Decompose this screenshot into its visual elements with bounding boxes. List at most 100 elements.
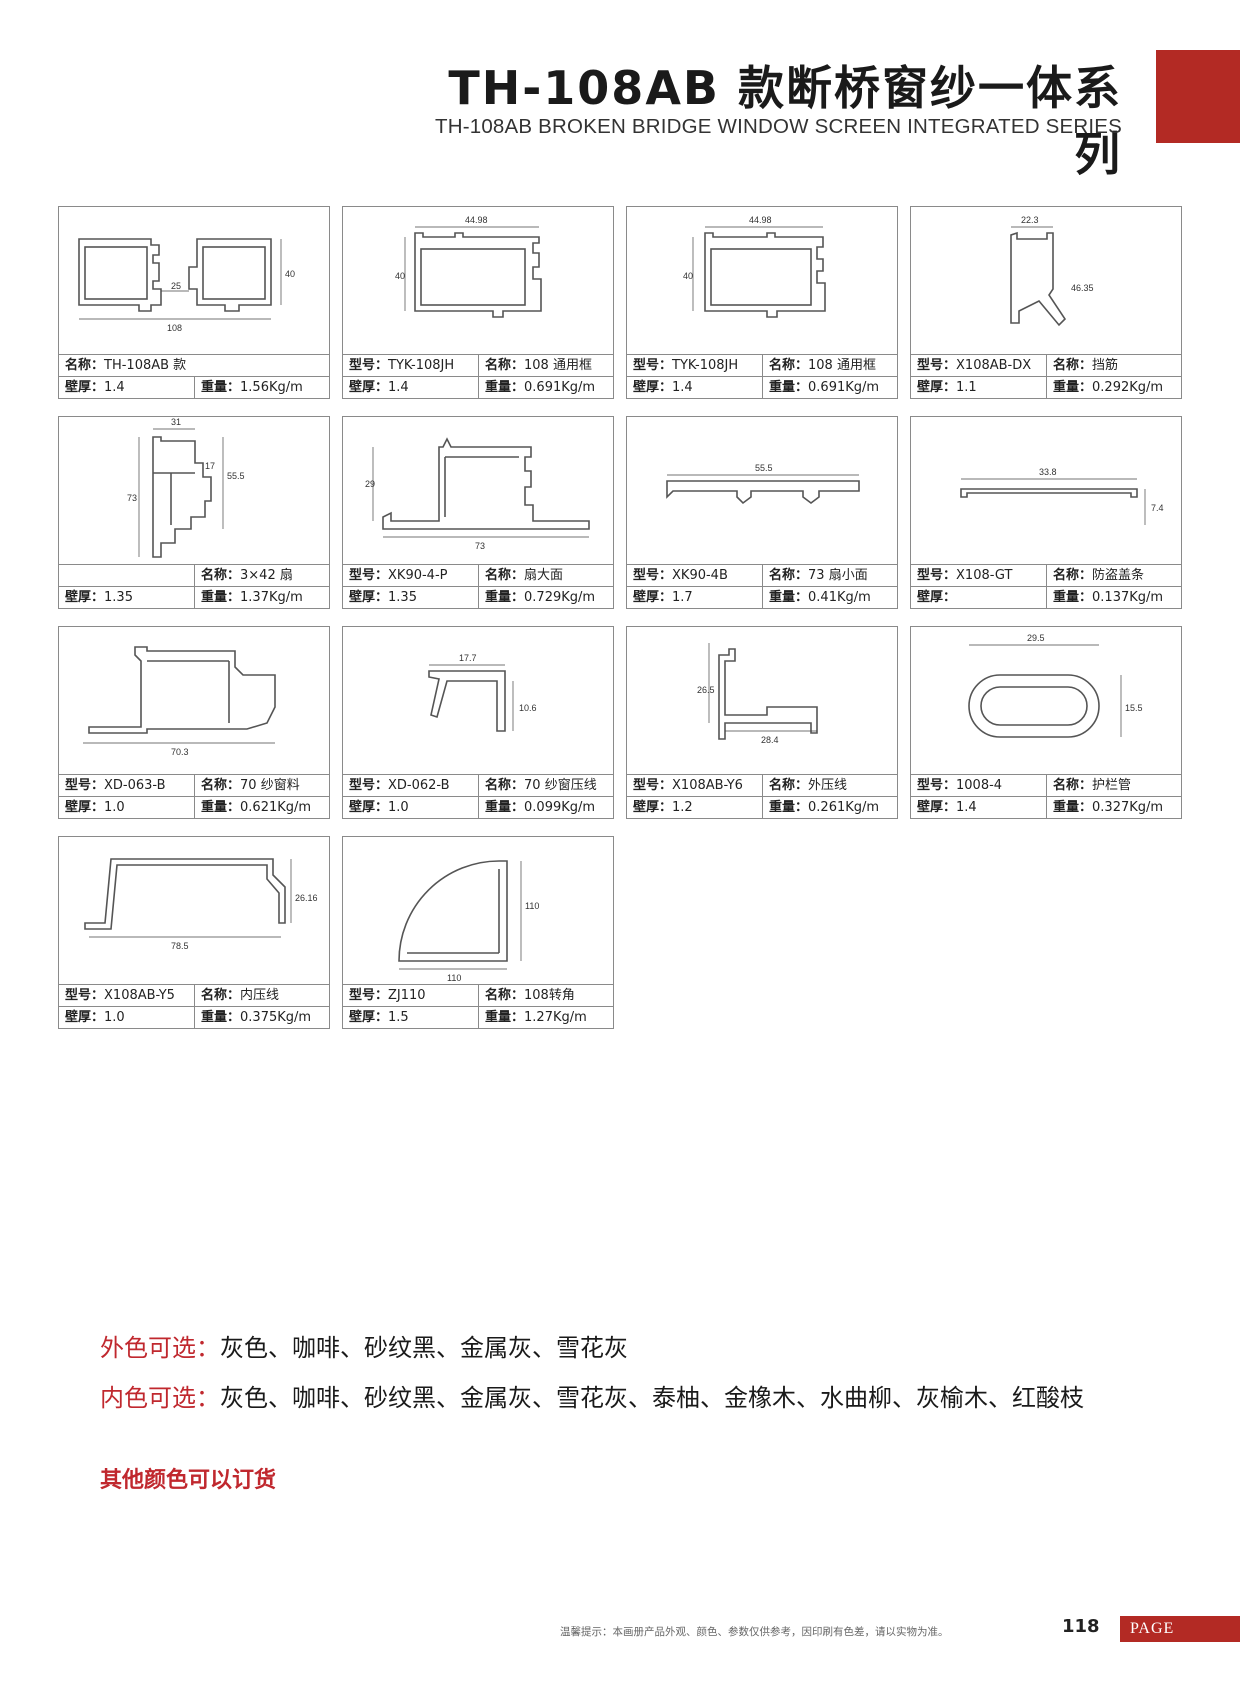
product-name: 70 纱窗压线 xyxy=(524,778,597,793)
spec-table: 型号：TYK-108JH 名称：108 通用框 壁厚：1.4 重量：0.691K… xyxy=(627,355,897,399)
wall-thickness: 1.4 xyxy=(672,380,693,395)
wall-thickness: 1.5 xyxy=(388,1010,409,1025)
profile-drawing: 70.3 xyxy=(59,627,329,775)
product-card-7: 55.5 型号：XK90-4B 名称：73 扇小面 壁厚：1.7 重量：0.41… xyxy=(626,416,898,609)
wall-thickness: 1.35 xyxy=(104,590,133,605)
product-card-5: 31 73 55.5 17 名称：3×42 扇 壁厚：1.35 重量：1.37K… xyxy=(58,416,330,609)
product-name: 外压线 xyxy=(808,778,848,793)
page-number: 118 xyxy=(1062,1616,1100,1637)
dim-label: 29 xyxy=(365,479,375,489)
weight-value: 1.37Kg/m xyxy=(240,590,303,605)
wall-thickness: 1.4 xyxy=(956,800,977,815)
profile-drawing: 78.5 26.16 xyxy=(59,837,329,985)
profile-drawing: 22.3 46.35 xyxy=(911,207,1181,355)
weight-value: 0.327Kg/m xyxy=(1092,800,1164,815)
inner-color-options: 内色可选：灰色、咖啡、砂纹黑、金属灰、雪花灰、泰柚、金橡木、水曲柳、灰榆木、红酸… xyxy=(100,1378,1084,1413)
dim-label: 31 xyxy=(171,417,181,427)
product-name: 防盗盖条 xyxy=(1092,568,1145,583)
outer-color-options: 外色可选：灰色、咖啡、砂纹黑、金属灰、雪花灰 xyxy=(100,1328,628,1363)
product-card-2: 44.98 40 型号：TYK-108JH 名称：108 通用框 壁厚：1.4 … xyxy=(342,206,614,399)
dim-label: 17.7 xyxy=(459,653,477,663)
spec-table: 型号：XK90-4-P 名称：扇大面 壁厚：1.35 重量：0.729Kg/m xyxy=(343,565,613,609)
product-name: 70 纱窗料 xyxy=(240,778,300,793)
wall-thickness: 1.0 xyxy=(388,800,409,815)
spec-table: 型号：XD-063-B 名称：70 纱窗料 壁厚：1.0 重量：0.621Kg/… xyxy=(59,775,329,819)
product-card-4: 22.3 46.35 型号：X108AB-DX 名称：挡筋 壁厚：1.1 重量：… xyxy=(910,206,1182,399)
page-label-bar: PAGE xyxy=(1120,1616,1240,1642)
profile-drawing: 44.98 40 xyxy=(343,207,613,355)
product-name: 108转角 xyxy=(524,988,575,1003)
product-card-1: 25 108 40 名称：TH-108AB 款 壁厚：1.4 重量：1.56Kg… xyxy=(58,206,330,399)
model-number: X108-GT xyxy=(956,568,1013,583)
profile-drawing: 31 73 55.5 17 xyxy=(59,417,329,565)
model-number: TYK-108JH xyxy=(672,358,739,373)
model-number: XK90-4-P xyxy=(388,568,448,583)
wall-thickness: 1.35 xyxy=(388,590,417,605)
product-card-9: 70.3 型号：XD-063-B 名称：70 纱窗料 壁厚：1.0 重量：0.6… xyxy=(58,626,330,819)
weight-value: 0.691Kg/m xyxy=(524,380,596,395)
dim-label: 78.5 xyxy=(171,941,189,951)
weight-value: 0.729Kg/m xyxy=(524,590,596,605)
product-card-8: 33.8 7.4 型号：X108-GT 名称：防盗盖条 壁厚： 重量：0.137… xyxy=(910,416,1182,609)
profile-drawing: 110 110 xyxy=(343,837,613,985)
weight-value: 0.292Kg/m xyxy=(1092,380,1164,395)
dim-label: 110 xyxy=(525,901,539,911)
product-name: TH-108AB 款 xyxy=(104,358,187,373)
product-name: 108 通用框 xyxy=(524,358,592,373)
model-number: X108AB-Y6 xyxy=(672,778,743,793)
dim-label: 7.4 xyxy=(1151,503,1164,513)
dim-label: 33.8 xyxy=(1039,467,1057,477)
spec-table: 型号：1008-4 名称：护栏管 壁厚：1.4 重量：0.327Kg/m xyxy=(911,775,1181,819)
spec-table: 型号：X108AB-Y6 名称：外压线 壁厚：1.2 重量：0.261Kg/m xyxy=(627,775,897,819)
dim-label: 10.6 xyxy=(519,703,537,713)
weight-value: 0.691Kg/m xyxy=(808,380,880,395)
outer-color-label: 外色可选： xyxy=(100,1334,220,1362)
dim-label: 40 xyxy=(395,271,405,281)
dim-label: 73 xyxy=(475,541,485,551)
model-number: XD-062-B xyxy=(388,778,450,793)
product-card-10: 17.7 10.6 型号：XD-062-B 名称：70 纱窗压线 壁厚：1.0 … xyxy=(342,626,614,819)
dim-label: 44.98 xyxy=(749,215,772,225)
wall-thickness: 1.7 xyxy=(672,590,693,605)
dim-label: 26.16 xyxy=(295,893,318,903)
product-card-6: 29 73 型号：XK90-4-P 名称：扇大面 壁厚：1.35 重量：0.72… xyxy=(342,416,614,609)
dim-label: 108 xyxy=(167,323,182,333)
model-number: X108AB-DX xyxy=(956,358,1032,373)
product-card-13: 78.5 26.16 型号：X108AB-Y5 名称：内压线 壁厚：1.0 重量… xyxy=(58,836,330,1029)
model-number: X108AB-Y5 xyxy=(104,988,175,1003)
spec-table: 型号：TYK-108JH 名称：108 通用框 壁厚：1.4 重量：0.691K… xyxy=(343,355,613,399)
wall-thickness: 1.0 xyxy=(104,1010,125,1025)
profile-drawing: 25 108 40 xyxy=(59,207,329,355)
page-subtitle: TH-108AB BROKEN BRIDGE WINDOW SCREEN INT… xyxy=(434,115,1122,138)
outer-color-values: 灰色、咖啡、砂纹黑、金属灰、雪花灰 xyxy=(220,1334,628,1362)
product-card-3: 44.98 40 型号：TYK-108JH 名称：108 通用框 壁厚：1.4 … xyxy=(626,206,898,399)
weight-value: 0.137Kg/m xyxy=(1092,590,1164,605)
dim-label: 29.5 xyxy=(1027,633,1045,643)
spec-table: 型号：X108-GT 名称：防盗盖条 壁厚： 重量：0.137Kg/m xyxy=(911,565,1181,609)
wall-thickness: 1.4 xyxy=(104,380,125,395)
weight-value: 1.56Kg/m xyxy=(240,380,303,395)
dim-label: 25 xyxy=(171,281,181,291)
product-card-14: 110 110 型号：ZJ110 名称：108转角 壁厚：1.5 重量：1.27… xyxy=(342,836,614,1029)
spec-table: 型号：XD-062-B 名称：70 纱窗压线 壁厚：1.0 重量：0.099Kg… xyxy=(343,775,613,819)
product-name: 73 扇小面 xyxy=(808,568,868,583)
spec-table: 名称：3×42 扇 壁厚：1.35 重量：1.37Kg/m xyxy=(59,565,329,609)
product-name: 内压线 xyxy=(240,988,280,1003)
footer-tip: 温馨提示：本画册产品外观、颜色、参数仅供参考，因印刷有色差，请以实物为准。 xyxy=(560,1626,949,1638)
weight-value: 0.375Kg/m xyxy=(240,1010,312,1025)
dim-label: 55.5 xyxy=(755,463,773,473)
weight-value: 0.41Kg/m xyxy=(808,590,871,605)
product-name: 挡筋 xyxy=(1092,358,1119,373)
wall-thickness: 1.4 xyxy=(388,380,409,395)
dim-label: 40 xyxy=(683,271,693,281)
inner-color-label: 内色可选： xyxy=(100,1384,220,1412)
weight-value: 0.099Kg/m xyxy=(524,800,596,815)
model-number: 1008-4 xyxy=(956,778,1003,793)
spec-table: 名称：TH-108AB 款 壁厚：1.4 重量：1.56Kg/m xyxy=(59,355,329,399)
model-number: XD-063-B xyxy=(104,778,166,793)
weight-value: 0.621Kg/m xyxy=(240,800,312,815)
product-name: 3×42 扇 xyxy=(240,568,293,583)
model-number: ZJ110 xyxy=(388,988,426,1003)
spec-table: 型号：ZJ110 名称：108转角 壁厚：1.5 重量：1.27Kg/m xyxy=(343,985,613,1029)
profile-drawing: 55.5 xyxy=(627,417,897,565)
